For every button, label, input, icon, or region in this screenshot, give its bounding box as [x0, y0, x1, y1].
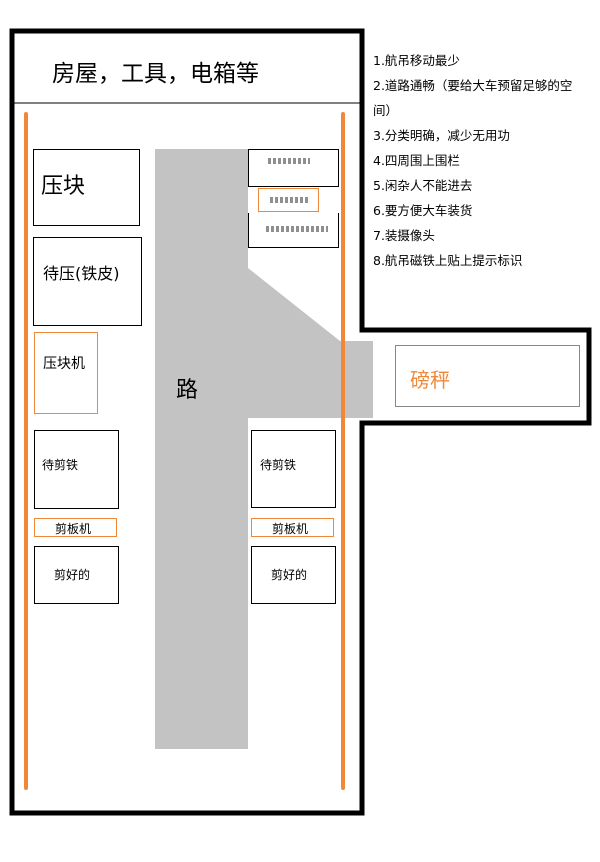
sheared-right-label: 剪好的 — [271, 568, 308, 582]
shear-machine-right-label: 剪板机 — [272, 522, 309, 536]
illegible-mark-3 — [266, 226, 328, 232]
requirement-item: 4.四周围上围栏 — [373, 153, 460, 168]
scale-label: 磅秤 — [410, 368, 450, 392]
to-press-area: 待压(铁皮) — [33, 237, 142, 326]
right-top-box-1 — [248, 149, 339, 187]
illegible-mark-1 — [268, 158, 310, 164]
requirement-item: 2.道路通畅（要给大车预留足够的空间） — [373, 78, 573, 118]
press-machine-area: 压块机 — [34, 332, 98, 414]
sheared-right-area: 剪好的 — [251, 546, 336, 604]
requirements-list: 1.航吊移动最少 2.道路通畅（要给大车预留足够的空间） 3.分类明确，减少无用… — [373, 48, 588, 273]
to-shear-left-label: 待剪铁 — [42, 458, 79, 472]
road-label: 路 — [176, 378, 199, 403]
requirement-item: 7.装摄像头 — [373, 228, 435, 243]
to-press-label: 待压(铁皮) — [43, 264, 120, 283]
requirement-item: 5.闲杂人不能进去 — [373, 178, 473, 193]
scale-area: 磅秤 — [395, 345, 580, 407]
left-fence — [24, 112, 28, 790]
to-shear-right-area: 待剪铁 — [251, 430, 336, 508]
press-block-area: 压块 — [33, 149, 140, 226]
shear-machine-left-label: 剪板机 — [55, 522, 92, 536]
requirement-item: 8.航吊磁铁上贴上提示标识 — [373, 253, 523, 268]
to-shear-left-area: 待剪铁 — [34, 430, 119, 509]
requirement-item: 3.分类明确，减少无用功 — [373, 128, 510, 143]
requirement-item: 6.要方便大车装货 — [373, 203, 473, 218]
right-fence — [341, 112, 345, 790]
header-title: 房屋，工具，电箱等 — [52, 61, 259, 87]
sheared-left-label: 剪好的 — [54, 568, 91, 582]
press-block-label: 压块 — [41, 174, 86, 199]
requirement-item: 1.航吊移动最少 — [373, 53, 460, 68]
illegible-mark-2 — [270, 197, 310, 203]
sheared-left-area: 剪好的 — [34, 546, 119, 604]
to-shear-right-label: 待剪铁 — [260, 458, 297, 472]
shear-machine-right-area: 剪板机 — [251, 518, 334, 537]
shear-machine-left-area: 剪板机 — [34, 518, 117, 537]
press-machine-label: 压块机 — [43, 356, 85, 372]
